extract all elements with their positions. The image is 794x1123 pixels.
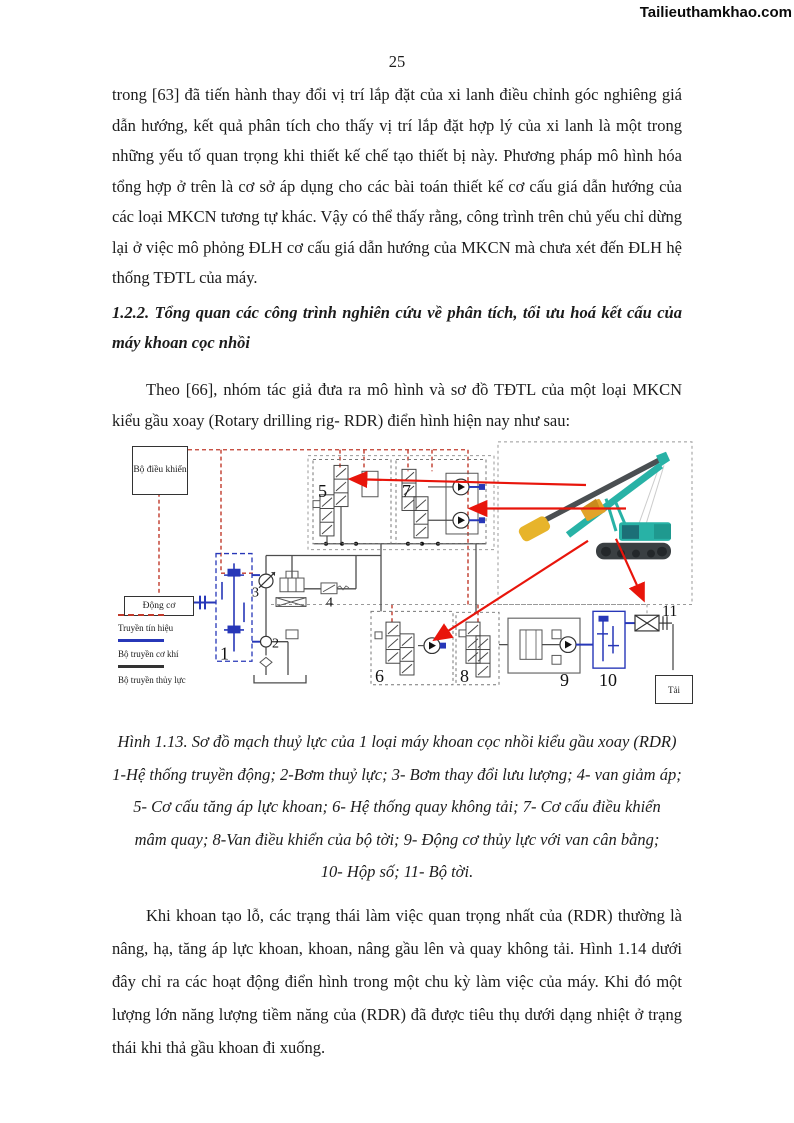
page-content: trong [63] đã tiến hành thay đổi vị trí …	[112, 0, 693, 1064]
label-10: 10	[599, 670, 617, 690]
valve-block-7	[395, 459, 487, 545]
caption-line-5: 10- Hộp số; 11- Bộ tời.	[320, 862, 474, 881]
label-9: 9	[560, 670, 569, 690]
figure-caption: Hình 1.13. Sơ đồ mạch thuỷ lực của 1 loạ…	[112, 726, 682, 889]
caption-line-1: Hình 1.13. Sơ đồ mạch thuỷ lực của 1 loạ…	[117, 732, 677, 751]
label-6: 6	[375, 666, 384, 686]
dashed-frames	[271, 441, 693, 616]
paragraph-1: trong [63] đã tiến hành thay đổi vị trí …	[112, 85, 682, 287]
valve-block-5	[312, 459, 392, 545]
label-7: 7	[402, 481, 411, 501]
reservoir-symbol	[275, 570, 307, 607]
page-number: 25	[388, 52, 406, 71]
pump-2	[259, 629, 299, 668]
section-heading-1-2-2: 1.2.2. Tổng quan các công trình nghiên c…	[112, 302, 682, 353]
blue-line-swatch	[118, 639, 164, 642]
valve-block-8	[455, 611, 500, 686]
caption-line-2: 1-Hệ thống truyền động; 2-Bơm thuỷ lực; …	[112, 764, 682, 784]
label-5: 5	[318, 481, 327, 501]
figure-hinh-1-13: 1 2 3 4 5 6 7 8 9 10 11 Bộ điều khiển Độ…	[116, 438, 696, 722]
engine-box: Động cơ	[124, 596, 194, 616]
paragraph-2: Theo [66], nhóm tác giả đưa ra mô hình v…	[112, 380, 682, 430]
transmission-block-1	[215, 552, 253, 662]
legend-label: Truyền tín hiệu	[118, 623, 174, 633]
paragraph-3: Khi khoan tạo lỗ, các trạng thái làm việ…	[112, 905, 682, 1057]
relief-valve-4	[320, 582, 350, 595]
label-11: 11	[662, 603, 677, 620]
valve-block-6	[370, 610, 454, 686]
label-2: 2	[272, 636, 279, 651]
label-8: 8	[460, 666, 469, 686]
label-3: 3	[252, 585, 259, 600]
label-4: 4	[326, 595, 333, 610]
caption-line-4: mâm quay; 8-Van điều khiển của bộ tời; 9…	[134, 829, 660, 849]
signal-lines	[158, 449, 479, 625]
legend-item-mechanical: Bộ truyền cơ khí	[118, 639, 214, 662]
controller-box: Bộ điều khiển	[132, 446, 188, 495]
watermark-text: Tailieuthamkhao.com	[639, 4, 792, 21]
drilling-rig-image	[518, 451, 671, 560]
component-numbers: 1 2 3 4 5 6 7 8 9 10 11	[220, 481, 677, 690]
dark-line-swatch	[118, 665, 164, 668]
legend-item-signal: Truyền tín hiệu	[118, 614, 214, 636]
load-box: Tải	[655, 675, 693, 704]
pointer-arrows	[347, 470, 645, 642]
label-1: 1	[220, 643, 229, 663]
pump-3	[258, 571, 276, 589]
caption-line-3: 5- Cơ cấu tăng áp lực khoan; 6- Hệ thống…	[133, 797, 661, 816]
hydraulic-lines	[253, 543, 674, 684]
red-dashed-line-swatch	[118, 614, 164, 616]
figure-legend: Truyền tín hiệu Bộ truyền cơ khí Bộ truy…	[118, 614, 214, 691]
hydraulic-circuit-diagram: 1 2 3 4 5 6 7 8 9 10 11	[158, 441, 693, 690]
legend-label: Bộ truyền cơ khí	[118, 649, 179, 659]
gearbox-block-10	[576, 610, 635, 669]
legend-item-hydraulic: Bộ truyền thủy lực	[118, 665, 214, 688]
legend-label: Bộ truyền thủy lực	[118, 675, 186, 685]
motor-block-9	[507, 617, 581, 674]
winch-11	[634, 614, 672, 632]
